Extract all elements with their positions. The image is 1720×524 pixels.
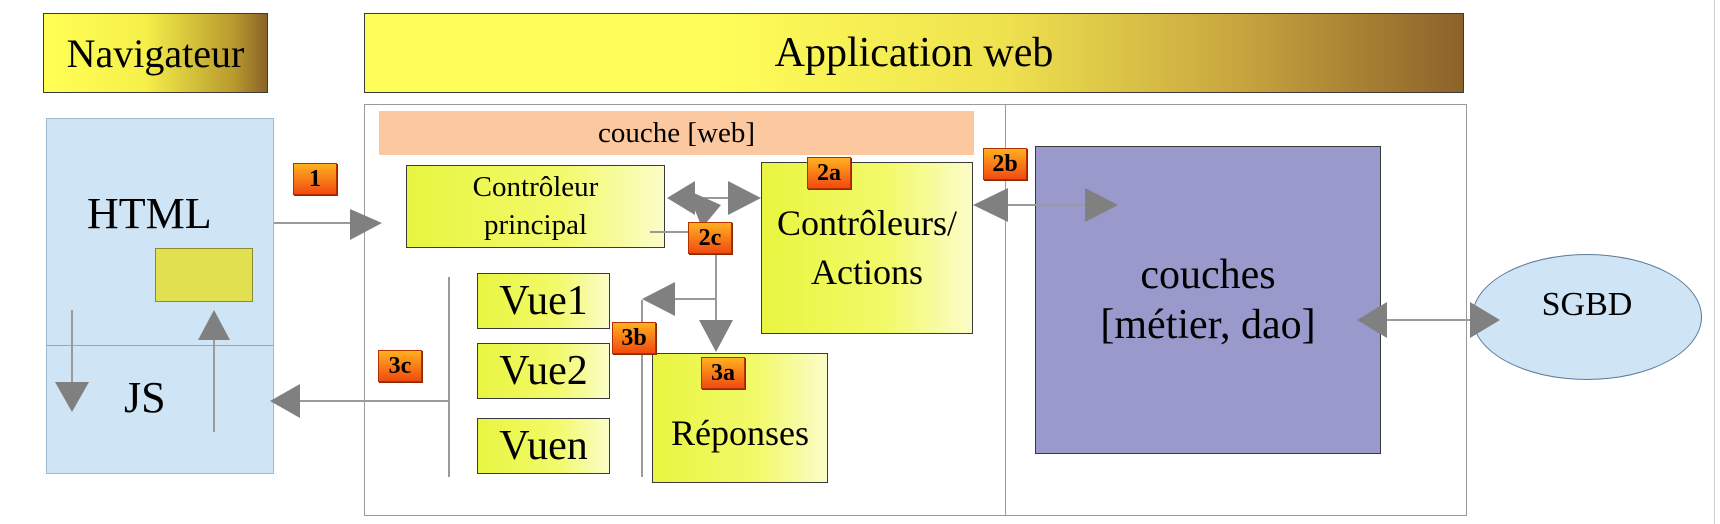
- arrow-3c-head: [270, 384, 300, 418]
- arrow-2c-head-down: [687, 190, 721, 228]
- dom-element-box: [155, 248, 253, 302]
- metier-dao-label: [métier, dao]: [1100, 302, 1316, 348]
- vue2-box: Vue2: [477, 343, 610, 399]
- application-web-header: Application web: [364, 13, 1464, 93]
- arrow-3a-head: [699, 320, 733, 352]
- page-edge-line: [1714, 0, 1715, 524]
- sgbd-label: SGBD: [1541, 286, 1633, 323]
- controleur-principal-box: Contrôleur principal: [406, 165, 665, 248]
- browser-divider: [46, 345, 274, 346]
- navigateur-header: Navigateur: [43, 13, 268, 93]
- vuen-label: Vuen: [499, 423, 588, 469]
- arrow-sgbd-right-head: [1470, 302, 1500, 338]
- vue1-label: Vue1: [499, 278, 588, 324]
- arrow-1-head: [350, 209, 382, 240]
- badge-2c-label: 2c: [698, 224, 722, 251]
- js-html-up-head: [198, 310, 230, 340]
- reponses-label: Réponses: [671, 413, 809, 453]
- badge-1-label: 1: [309, 165, 321, 192]
- html-js-down-head: [55, 382, 89, 412]
- arrow-2b-right-head: [1085, 188, 1118, 222]
- badge-2b-label: 2b: [992, 150, 1018, 177]
- html-label: HTML: [87, 189, 212, 238]
- controleurs-actions-line1: Contrôleurs/: [777, 203, 957, 244]
- badge-2c: 2c: [688, 222, 732, 254]
- arrow-3b-head: [642, 282, 675, 316]
- badge-3c: 3c: [378, 350, 422, 382]
- controleurs-actions-line2: Actions: [811, 252, 923, 292]
- js-label: JS: [124, 373, 166, 422]
- controleur-principal-line1: Contrôleur: [472, 170, 599, 203]
- sgbd-ellipse: SGBD: [1472, 254, 1702, 380]
- arrow-2b-left-head: [973, 188, 1008, 222]
- badge-3a: 3a: [701, 357, 745, 389]
- application-web-header-label: Application web: [774, 30, 1054, 76]
- navigateur-header-label: Navigateur: [66, 30, 245, 76]
- vue1-box: Vue1: [477, 273, 610, 329]
- badge-2a: 2a: [807, 157, 851, 189]
- couche-web-label-box: couche [web]: [379, 111, 974, 155]
- badge-3a-label: 3a: [711, 359, 735, 386]
- arrow-principal-left-head: [667, 181, 695, 215]
- badge-3c-label: 3c: [388, 352, 412, 379]
- controleurs-actions-box: Contrôleurs/ Actions: [761, 162, 973, 334]
- badge-2b: 2b: [983, 148, 1027, 180]
- couche-web-label: couche [web]: [598, 116, 755, 149]
- controleur-principal-line2: principal: [483, 208, 588, 241]
- arrow-sgbd-left-head: [1357, 302, 1387, 338]
- vuen-box: Vuen: [477, 418, 610, 474]
- badge-2a-label: 2a: [817, 159, 841, 186]
- couches-label: couches: [1140, 251, 1276, 298]
- badge-3b: 3b: [612, 322, 656, 354]
- arrow-actions-right-head: [728, 181, 761, 215]
- badge-3b-label: 3b: [621, 324, 647, 351]
- badge-1: 1: [293, 163, 337, 195]
- vue2-label: Vue2: [499, 348, 588, 394]
